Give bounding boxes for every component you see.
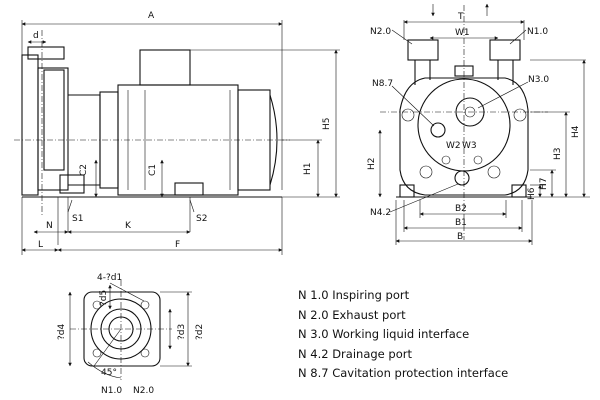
- flange-detail: ?d4 ?d5 ?d3 ?d2 4-?d1 45° N1.0 N2.0: [57, 273, 205, 396]
- legend-item-n3.0: N 3.0 Working liquid interface: [298, 327, 470, 341]
- flange-N2.0-label: N2.0: [133, 386, 154, 396]
- dim-H1: H1: [303, 163, 313, 176]
- port-N4.2-circle: [454, 170, 470, 186]
- dim-angle: 45°: [101, 368, 117, 378]
- dim-F: F: [175, 240, 180, 250]
- legend-item-n1.0: N 1.0 Inspiring port: [298, 288, 410, 302]
- dim-W1: W1: [455, 28, 470, 38]
- inlet-flange: [27, 46, 65, 60]
- dim-od3: ?d3: [177, 324, 187, 340]
- dim-B: B: [457, 232, 463, 242]
- inspiring-flange: [489, 39, 521, 61]
- port-N8.7-label: N8.7: [372, 79, 393, 89]
- dim-T: T: [457, 12, 464, 22]
- motor-fan-end: [269, 94, 278, 186]
- port-legend: N 1.0 Inspiring port N 2.0 Exhaust port …: [298, 286, 598, 384]
- pump-casing: [37, 67, 69, 191]
- pump-foot: [59, 174, 85, 194]
- port-N8.7-circle: [430, 122, 446, 138]
- dim-od4: ?d4: [57, 324, 67, 340]
- dim-C1: C1: [148, 164, 158, 176]
- dim-S2: S2: [196, 214, 207, 224]
- legend-item-n2.0: N 2.0 Exhaust port: [298, 307, 406, 322]
- dim-B2: B2: [455, 204, 467, 214]
- front-foot-right: [511, 184, 527, 198]
- pump-housing-front: [399, 77, 529, 196]
- side-view: A d C2 C1 H1 H5 N K L F S1 S2: [14, 11, 340, 255]
- pump-impeller-housing: [43, 69, 65, 171]
- dim-L: L: [38, 240, 43, 250]
- dim-H6: H6: [527, 187, 537, 200]
- dim-C2: C2: [79, 164, 89, 176]
- port-N3.0-label: N3.0: [528, 75, 549, 85]
- dim-N: N: [46, 221, 53, 231]
- legend-item-n8.7: N 8.7 Cavitation protection interface: [298, 366, 509, 380]
- dim-od5: ?d5: [99, 290, 109, 306]
- legend-item-n4.2: N 4.2 Drainage port: [298, 346, 412, 361]
- dim-W2: W2: [446, 141, 461, 151]
- dim-d: d: [33, 31, 39, 41]
- flange-N1.0-label: N1.0: [101, 386, 122, 396]
- pump-end-cover: [21, 54, 39, 196]
- port-N2.0-label: N2.0: [370, 27, 391, 37]
- dim-A: A: [148, 11, 155, 21]
- dim-B1: B1: [455, 218, 467, 228]
- front-view: T W1 N2.0 N1.0 N8.7 N3.0 N4.2 W2 W3 H2 H…: [367, 3, 590, 245]
- port-N1.0-label: N1.0: [527, 27, 548, 37]
- motor-foot: [174, 182, 204, 196]
- dim-S1: S1: [72, 214, 83, 224]
- dim-od2: ?d2: [195, 324, 205, 340]
- dim-H7: H7: [539, 178, 549, 191]
- dim-H4: H4: [571, 125, 581, 138]
- terminal-box: [139, 49, 191, 86]
- exhaust-flange: [407, 39, 439, 61]
- dim-K: K: [125, 221, 132, 231]
- dim-H5: H5: [322, 118, 332, 131]
- dim-holes: 4-?d1: [97, 273, 122, 283]
- dim-W3: W3: [462, 141, 477, 151]
- port-N4.2-label: N4.2: [370, 208, 391, 218]
- dim-H3: H3: [553, 148, 563, 161]
- dim-H2: H2: [367, 158, 377, 171]
